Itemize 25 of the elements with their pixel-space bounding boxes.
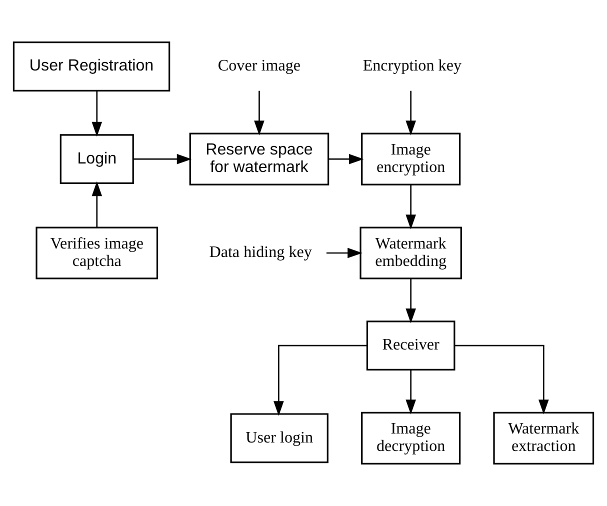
arrow bbox=[92, 90, 102, 137]
node-box: Receiver bbox=[366, 320, 456, 371]
node-text: Data hiding key bbox=[209, 244, 312, 262]
arrow bbox=[133, 154, 192, 164]
arrow bbox=[406, 278, 416, 324]
arrow bbox=[92, 181, 102, 228]
arrow bbox=[454, 344, 549, 414]
arrow bbox=[406, 184, 416, 230]
node-text: Cover image bbox=[218, 58, 301, 75]
arrow bbox=[274, 344, 368, 416]
node-box: Verifies image captcha bbox=[36, 226, 158, 280]
node-box: Watermark embedding bbox=[360, 226, 462, 280]
node-box: Reserve space for watermark bbox=[189, 132, 330, 186]
arrow bbox=[406, 90, 416, 136]
node-box: Login bbox=[60, 134, 134, 184]
node-box: Image encryption bbox=[361, 132, 461, 186]
node-text: Encryption key bbox=[362, 58, 462, 75]
node-box: Image decryption bbox=[361, 412, 461, 464]
node-box: User login bbox=[230, 413, 328, 464]
node-box: User Registration bbox=[12, 42, 170, 92]
arrow bbox=[254, 90, 264, 136]
node-box: Watermark extraction bbox=[493, 412, 594, 464]
arrow bbox=[406, 370, 416, 414]
arrow bbox=[328, 154, 364, 164]
arrow bbox=[326, 248, 362, 258]
